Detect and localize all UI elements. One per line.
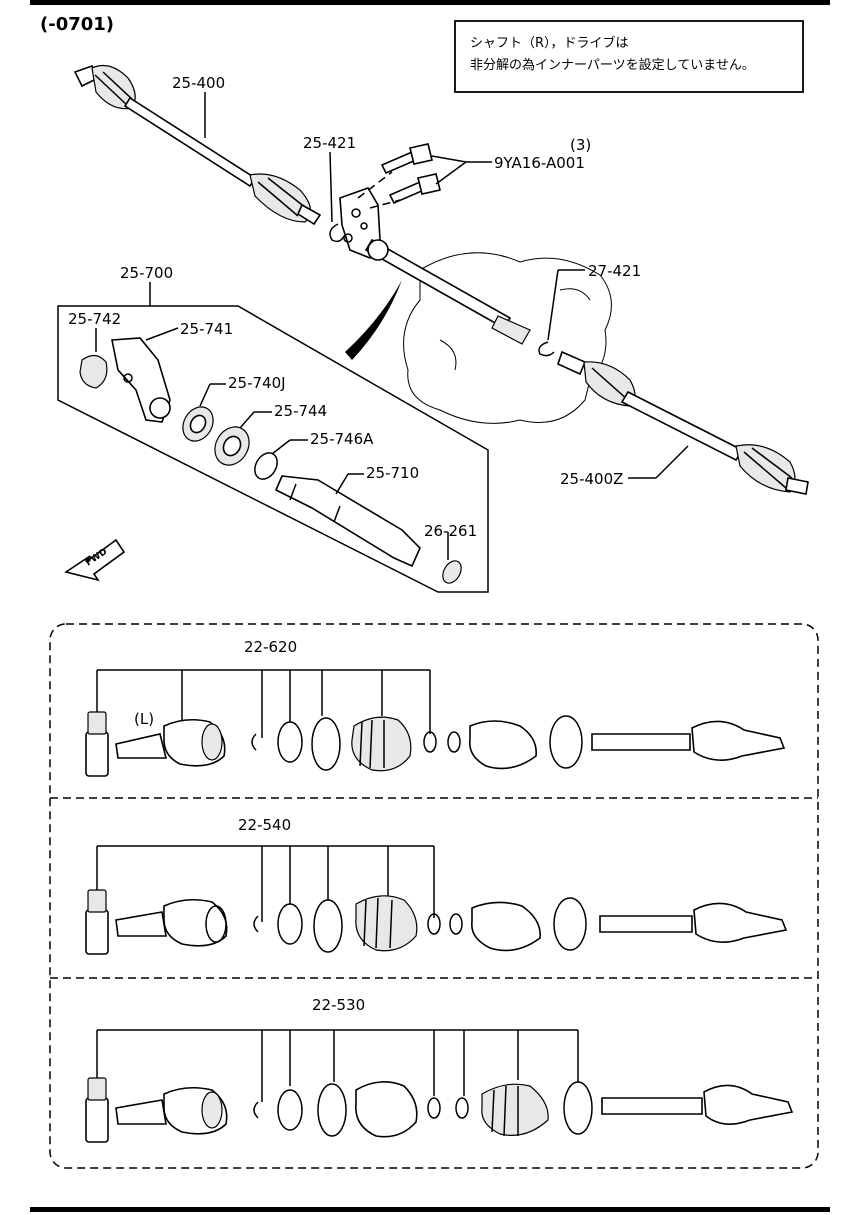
label-25-742: 25-742 [68, 310, 121, 328]
label-kit-22-540: 22-540 [238, 816, 291, 834]
top-rule [30, 0, 830, 5]
leader-lines-top [95, 92, 689, 560]
label-25-700: 25-700 [120, 264, 173, 282]
label-9ya16-a001: 9YA16-A001 [494, 154, 585, 172]
circlip-27-421 [538, 341, 555, 357]
kit-panel-outline [49, 623, 819, 1169]
intermediate-shaft [364, 238, 531, 345]
label-25-746a: 25-746A [310, 430, 374, 448]
bearing-subassembly-panel [57, 305, 489, 593]
fwd-wedge [345, 280, 402, 360]
label-kit-22-530: 22-530 [312, 996, 365, 1014]
label-25-400: 25-400 [172, 74, 225, 92]
label-25-741: 25-741 [180, 320, 233, 338]
label-25-710: 25-710 [366, 464, 419, 482]
label-kit-22-620: 22-620 [244, 638, 297, 656]
label-25-744: 25-744 [274, 402, 327, 420]
label-25-421: 25-421 [303, 134, 356, 152]
label-26-261: 26-261 [424, 522, 477, 540]
label-27-421: 27-421 [588, 262, 641, 280]
note-box: シャフト（R），ドライブは 非分解の為インナーパーツを設定していません。 [454, 20, 804, 93]
label-side-l: (L) [134, 710, 154, 728]
circlip-25-421 [329, 223, 345, 243]
drive-shaft-left [73, 65, 322, 226]
label-25-740j: 25-740J [228, 374, 286, 392]
bolt-set [357, 143, 441, 209]
kit-row-22-540 [85, 845, 788, 955]
note-line-1: シャフト（R），ドライブは [470, 35, 629, 51]
bottom-rule [30, 1207, 830, 1212]
model-code: (-0701) [40, 14, 114, 35]
transmission-outline [403, 252, 612, 424]
drive-shaft-right [557, 350, 809, 495]
kit-row-22-620 [85, 669, 786, 777]
note-line-2: 非分解の為インナーパーツを設定していません。 [470, 57, 755, 73]
fwd-arrow: FWD [64, 538, 126, 582]
label-25-400z: 25-400Z [560, 470, 623, 488]
label-9ya16-qty: (3) [570, 136, 591, 154]
kit-row-22-530 [85, 1029, 794, 1143]
